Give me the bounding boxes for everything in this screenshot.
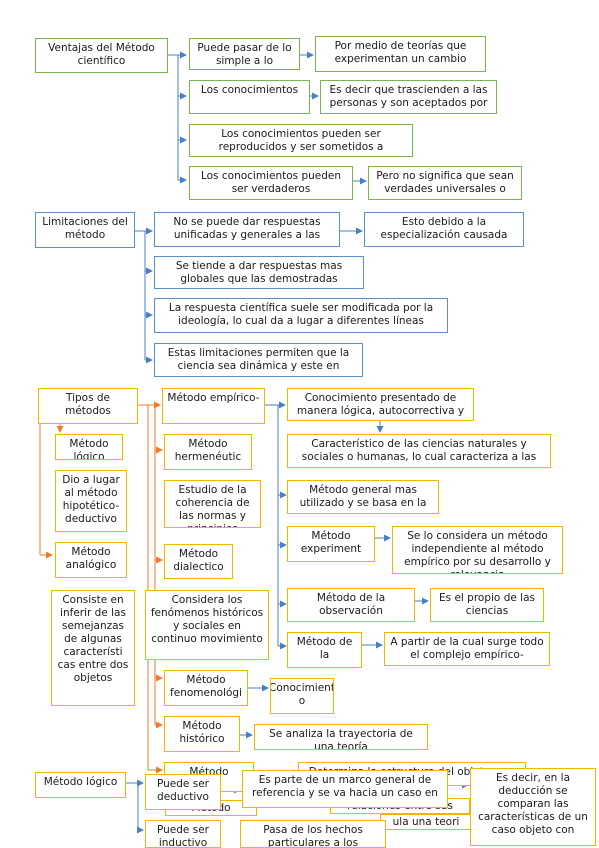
limitaciones-root-label: Limitaciones del método [42, 216, 128, 241]
tipos-experimental: Método experiment [287, 526, 375, 562]
ventajas-trascienden-label: Es decir que trascienden a las personas … [329, 84, 488, 109]
tipos-fenomenos-label: Considera los fenómenos históricos y soc… [150, 594, 264, 645]
ventajas-reproducidos-label: Los conocimientos pueden ser reproducido… [218, 128, 384, 153]
tipos-observacion-label: Método de la observación [316, 592, 386, 617]
tipos-hermeneutico: Método hermenéutic [164, 434, 252, 470]
ventajas-verdaderos: Los conocimientos pueden ser verdaderos [189, 166, 353, 200]
tipos-teoria: ula una teori [380, 814, 472, 830]
ventajas-conocimientos-label: Los conocimientos [200, 84, 299, 96]
ventajas-reproducidos: Los conocimientos pueden ser reproducido… [189, 124, 413, 157]
tipos-medicion-label: Método de la [296, 636, 353, 661]
tipos-caracteristico-label: Característico de las ciencias naturales… [301, 438, 537, 463]
tipos-dialectico-label: Método dialectico [173, 548, 224, 573]
tipos-general: Método general mas utilizado y se basa e… [287, 480, 439, 514]
ventajas-universales-label: Pero no significa que sean verdades univ… [376, 170, 514, 195]
ventajas-teorias-label: Por medio de teorías que experimentan un… [334, 40, 467, 65]
ventajas-conocimientos: Los conocimientos [189, 80, 310, 114]
logica-hechos: Pasa de los hechos particulares a los [240, 820, 386, 848]
tipos-complejo: A partir de la cual surge todo el comple… [384, 632, 550, 666]
ventajas-universales: Pero no significa que sean verdades univ… [368, 166, 522, 200]
tipos-historico: Método histórico [164, 716, 240, 752]
logica-deduccion-label: Es decir, en la deducción se comparan la… [478, 772, 588, 836]
tipos-presentado-label: Conocimiento presentado de manera lógica… [296, 392, 465, 417]
logica-marco-label: Es parte de un marco general de referenc… [252, 774, 438, 799]
tipos-hipotetico: Dio a lugar al método hipotético-deducti… [55, 470, 127, 532]
limitaciones-dinamica: Estas limitaciones permiten que la cienc… [154, 343, 363, 377]
limitaciones-unificadas-label: No se puede dar respuestas unificadas y … [173, 216, 321, 241]
limitaciones-ideologia: La respuesta científica suele ser modifi… [154, 298, 448, 333]
tipos-medicion: Método de la [287, 632, 362, 668]
limitaciones-especializacion-label: Esto debido a la especialización causada [380, 216, 508, 241]
tipos-analogico: Método analógico [55, 542, 127, 578]
logica-root-label: Método lógico [43, 776, 118, 788]
tipos-trayectoria: Se analiza la trayectoria de una teoría [254, 724, 428, 750]
limitaciones-ideologia-label: La respuesta científica suele ser modifi… [168, 302, 434, 327]
ventajas-teorias: Por medio de teorías que experimentan un… [315, 36, 486, 72]
limitaciones-globales: Se tiende a dar respuestas mas globales … [154, 256, 364, 289]
tipos-general-label: Método general mas utilizado y se basa e… [299, 484, 427, 509]
tipos-fenomenos: Considera los fenómenos históricos y soc… [145, 590, 269, 660]
tipos-empirico: Método empírico- [162, 388, 265, 424]
tipos-hermeneutico-label: Método hermenéutic [174, 438, 242, 463]
tipos-presentado: Conocimiento presentado de manera lógica… [287, 388, 474, 421]
limitaciones-dinamica-label: Estas limitaciones permiten que la cienc… [167, 347, 350, 372]
tipos-independiente-label: Se lo considera un método independiente … [404, 530, 551, 573]
tipos-caracteristico: Característico de las ciencias naturales… [287, 434, 551, 468]
tipos-propio-label: Es el propio de las ciencias [439, 592, 535, 617]
logica-root: Método lógico [35, 772, 126, 798]
tipos-hipotetico-label: Dio a lugar al método hipotético-deducti… [62, 474, 120, 525]
tipos-analogico-label: Método analógico [65, 546, 117, 571]
limitaciones-root: Limitaciones del método [35, 212, 135, 248]
tipos-logico-label: Método lógico [69, 438, 109, 460]
tipos-experimental-label: Método experiment [300, 530, 362, 555]
logica-marco: Es parte de un marco general de referenc… [242, 770, 448, 808]
ventajas-root: Ventajas del Método científico [35, 38, 168, 73]
tipos-fenomenologico-label: Método fenomenológi [170, 674, 242, 699]
tipos-complejo-label: A partir de la cual surge todo el comple… [390, 636, 544, 661]
tipos-logico: Método lógico [55, 434, 123, 460]
tipos-semejanzas: Consiste en inferir de las semejanzas de… [51, 590, 135, 706]
tipos-dialectico: Método dialectico [164, 544, 233, 579]
logica-deduccion: Es decir, en la deducción se comparan la… [470, 768, 596, 846]
tipos-observacion: Método de la observación [287, 588, 415, 622]
tipos-fenomenologico: Método fenomenológi [164, 670, 248, 706]
logica-inductivo-label: Puede ser inductivo [157, 824, 209, 848]
tipos-conocimiento: Conocimient o [270, 678, 334, 714]
tipos-semejanzas-label: Consiste en inferir de las semejanzas de… [57, 594, 129, 684]
tipos-teoria-label: ula una teori [392, 816, 460, 828]
limitaciones-globales-label: Se tiende a dar respuestas mas globales … [175, 260, 343, 285]
ventajas-verdaderos-label: Los conocimientos pueden ser verdaderos [200, 170, 342, 195]
logica-inductivo: Puede ser inductivo [145, 820, 221, 848]
tipos-coherencia: Estudio de la coherencia de las normas y… [164, 480, 261, 528]
logica-hechos-label: Pasa de los hechos particulares a los [263, 824, 363, 848]
ventajas-simple: Puede pasar de lo simple a lo [189, 38, 300, 70]
tipos-coherencia-label: Estudio de la coherencia de las normas y… [175, 484, 250, 527]
limitaciones-especializacion: Esto debido a la especialización causada [364, 212, 524, 247]
tipos-trayectoria-label: Se analiza la trayectoria de una teoría [269, 728, 413, 750]
logica-deductivo: Puede ser deductivo [145, 774, 221, 810]
tipos-root: Tipos de métodos [38, 388, 138, 424]
tipos-propio: Es el propio de las ciencias [430, 588, 544, 622]
tipos-root-label: Tipos de métodos [65, 392, 111, 417]
tipos-independiente: Se lo considera un método independiente … [392, 526, 563, 574]
limitaciones-unificadas: No se puede dar respuestas unificadas y … [154, 212, 340, 247]
logica-deductivo-label: Puede ser deductivo [157, 778, 209, 803]
ventajas-trascienden: Es decir que trascienden a las personas … [320, 80, 497, 114]
tipos-empirico-label: Método empírico- [167, 392, 260, 404]
ventajas-root-label: Ventajas del Método científico [48, 42, 155, 67]
ventajas-simple-label: Puede pasar de lo simple a lo [197, 42, 292, 67]
tipos-historico-label: Método histórico [179, 720, 225, 745]
tipos-conocimiento-label: Conocimient o [270, 682, 334, 707]
